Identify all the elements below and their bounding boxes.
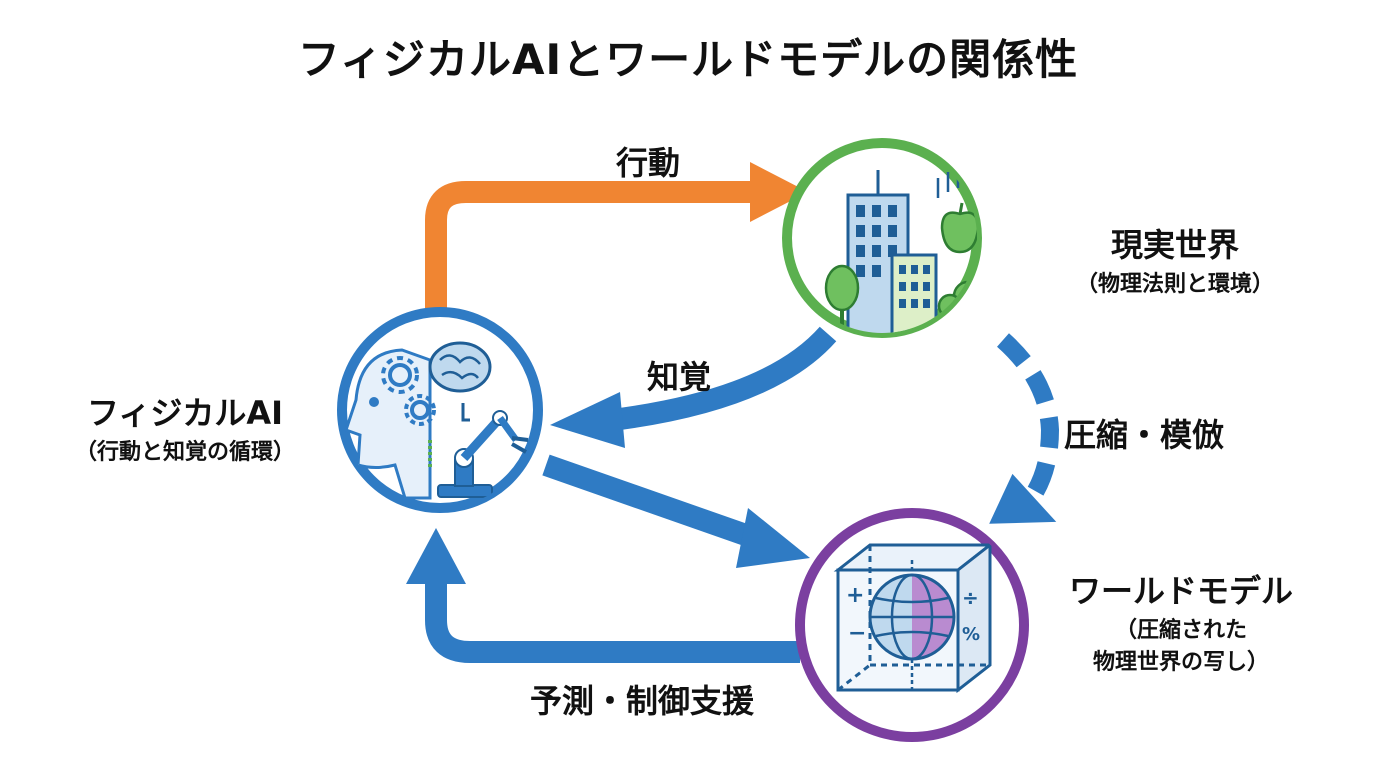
action-arrow xyxy=(425,162,808,312)
brain-icon xyxy=(428,341,492,393)
svg-text:%: % xyxy=(962,624,980,645)
robot-arm-icon xyxy=(437,410,529,498)
globe-icon xyxy=(868,560,956,690)
physical-ai-label: フィジカルAI （行動と知覚の循環） xyxy=(50,388,320,466)
svg-text:−: − xyxy=(848,621,866,646)
real-world-name: 現実世界 xyxy=(1110,226,1239,264)
physical-ai-desc: （行動と知覚の循環） xyxy=(74,440,295,465)
real-world-node xyxy=(782,138,982,338)
math-symbols-icon: + − ÷ % xyxy=(846,583,980,646)
prediction-arrow xyxy=(406,528,800,663)
action-label: 行動 xyxy=(616,144,681,182)
compression-label: 圧縮・模倣 xyxy=(1064,416,1225,454)
head-profile-icon xyxy=(344,348,432,500)
physical-ai-name: フィジカルAI xyxy=(86,394,284,432)
world-model-desc-line1: （圧縮された xyxy=(1114,618,1247,643)
world-model-desc-line2: 物理世界の写し） xyxy=(1092,650,1269,675)
perception-label: 知覚 xyxy=(647,358,712,396)
real-world-desc: （物理法則と環境） xyxy=(1075,272,1274,297)
compression-arrow xyxy=(989,333,1060,524)
gear-icon xyxy=(381,356,436,426)
world-model-node: + − ÷ % xyxy=(795,508,1029,742)
prediction-label: 予測・制御支援 xyxy=(530,682,755,720)
svg-text:+: + xyxy=(846,583,864,608)
real-world-label: 現実世界 （物理法則と環境） xyxy=(1050,220,1300,298)
physical-ai-node xyxy=(337,307,543,513)
ai-to-world-model-arrow xyxy=(542,454,810,568)
apple-icon xyxy=(936,170,977,254)
perception-arrow xyxy=(550,326,837,448)
world-model-label: ワールドモデル （圧縮された 物理世界の写し） xyxy=(1046,566,1316,676)
world-model-name: ワールドモデル xyxy=(1068,572,1293,610)
svg-text:÷: ÷ xyxy=(962,586,979,610)
building-icon xyxy=(846,170,938,333)
page-title: フィジカルAIとワールドモデルの関係性 xyxy=(297,35,1079,84)
